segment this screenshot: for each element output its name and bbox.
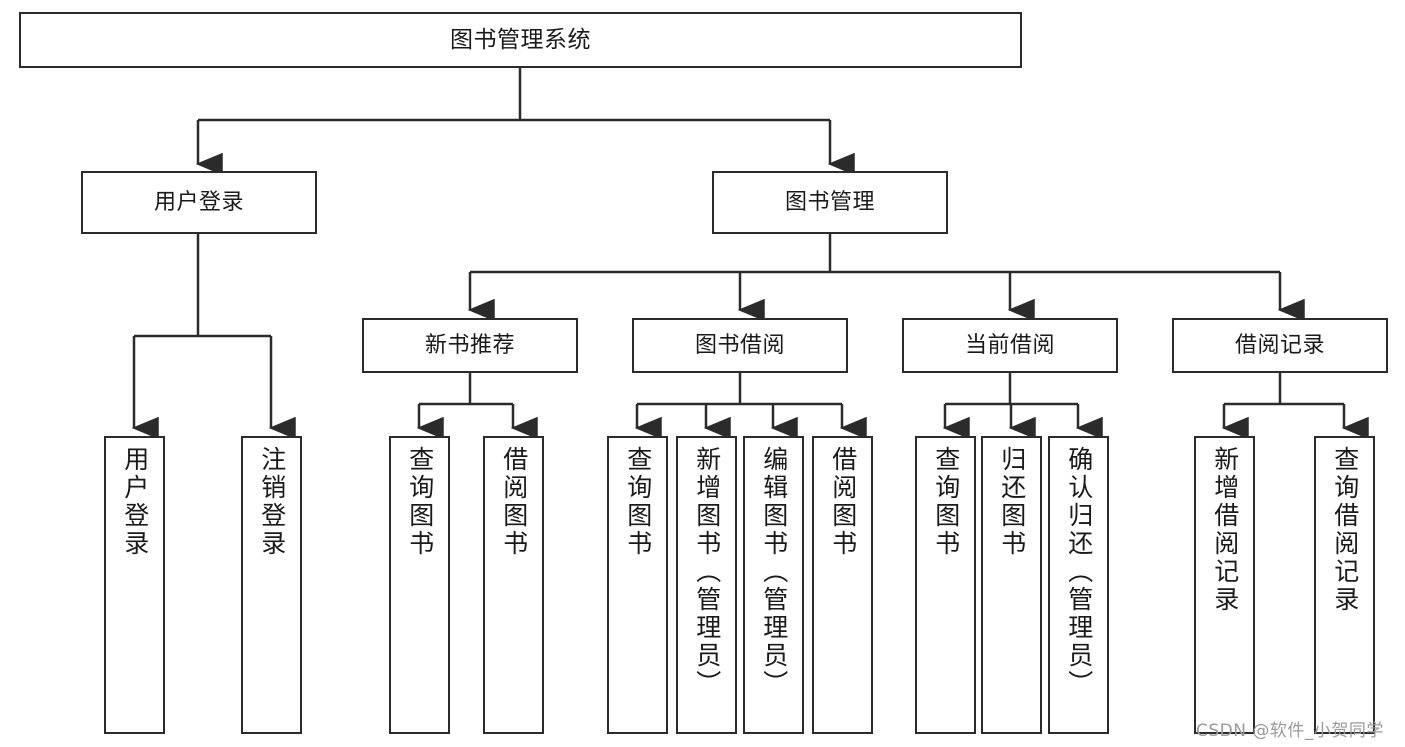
leaf-br-query-record[interactable]: 查询借阅记录 <box>1314 436 1375 734</box>
leaf-bb-add-book-admin[interactable]: 新增图书（管理员） <box>676 436 737 734</box>
node-label: 查询图书 <box>623 446 653 558</box>
node-root-book-management-system[interactable]: 图书管理系统 <box>19 12 1022 68</box>
node-label: 用户登录 <box>120 446 150 558</box>
node-label: 图书管理系统 <box>450 26 591 53</box>
node-label: 确认归还（管理员） <box>1064 446 1094 698</box>
leaf-nb-borrow-book[interactable]: 借阅图书 <box>483 436 544 734</box>
leaf-logout[interactable]: 注销登录 <box>241 436 302 734</box>
node-current-borrow[interactable]: 当前借阅 <box>902 318 1118 373</box>
node-label: 借阅图书 <box>828 446 858 558</box>
node-book-management[interactable]: 图书管理 <box>712 171 948 234</box>
node-label: 查询借阅记录 <box>1330 446 1360 614</box>
node-label: 用户登录 <box>153 189 244 215</box>
leaf-cb-query-book[interactable]: 查询图书 <box>915 436 976 734</box>
node-label: 查询图书 <box>931 446 961 558</box>
leaf-bb-query-book[interactable]: 查询图书 <box>607 436 668 734</box>
node-label: 注销登录 <box>257 446 287 558</box>
node-label: 图书管理 <box>784 189 875 215</box>
node-label: 新增图书（管理员） <box>692 446 722 698</box>
node-borrow-record[interactable]: 借阅记录 <box>1172 318 1388 373</box>
node-label: 查询图书 <box>405 446 435 558</box>
leaf-user-login[interactable]: 用户登录 <box>104 436 165 734</box>
leaf-cb-return-book[interactable]: 归还图书 <box>981 436 1042 734</box>
node-label: 归还图书 <box>997 446 1027 558</box>
node-label: 借阅记录 <box>1234 332 1325 358</box>
node-label: 借阅图书 <box>499 446 529 558</box>
node-label: 图书借阅 <box>694 332 785 358</box>
leaf-br-add-record[interactable]: 新增借阅记录 <box>1194 436 1255 734</box>
leaf-nb-query-book[interactable]: 查询图书 <box>389 436 450 734</box>
node-user-login[interactable]: 用户登录 <box>81 171 317 234</box>
node-label: 当前借阅 <box>964 332 1055 358</box>
leaf-cb-confirm-return-admin[interactable]: 确认归还（管理员） <box>1048 436 1109 734</box>
node-book-borrow[interactable]: 图书借阅 <box>632 318 848 373</box>
node-label: 编辑图书（管理员） <box>759 446 789 698</box>
node-new-book-recommend[interactable]: 新书推荐 <box>362 318 578 373</box>
leaf-bb-borrow-book[interactable]: 借阅图书 <box>812 436 873 734</box>
node-label: 新增借阅记录 <box>1210 446 1240 614</box>
node-label: 新书推荐 <box>424 332 515 358</box>
leaf-bb-edit-book-admin[interactable]: 编辑图书（管理员） <box>743 436 804 734</box>
